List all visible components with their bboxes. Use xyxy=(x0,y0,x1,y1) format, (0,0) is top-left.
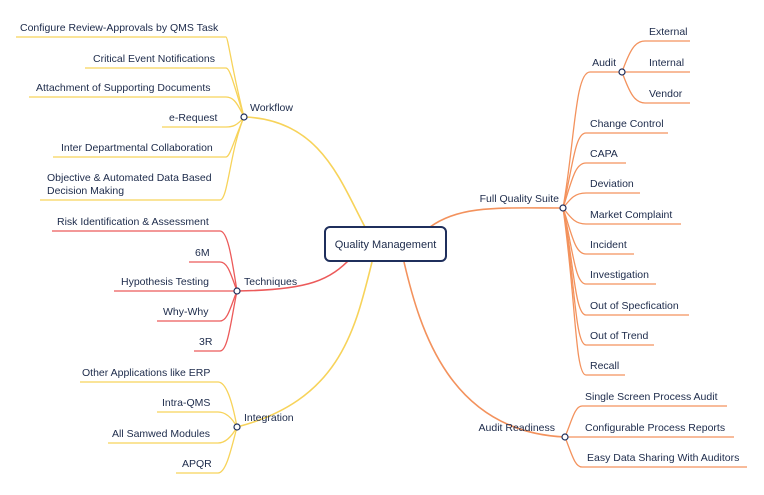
full-suite-label: Full Quality Suite xyxy=(480,193,560,205)
techniques-branches xyxy=(52,230,238,352)
workflow-item-line2: Decision Making xyxy=(47,185,124,197)
integration-node[interactable] xyxy=(233,423,241,431)
suite-item: CAPA xyxy=(590,148,618,160)
full-suite-branches xyxy=(562,71,689,376)
audit-item: External xyxy=(649,26,688,38)
branch-audit-readiness xyxy=(403,261,566,438)
workflow-item-line1: Objective & Automated Data Based xyxy=(47,172,212,184)
workflow-item: Configure Review-Approvals by QMS Task xyxy=(20,22,219,34)
audit-item: Vendor xyxy=(649,88,683,100)
audit-branches xyxy=(621,40,690,104)
workflow-item: Inter Departmental Collaboration xyxy=(61,142,213,154)
integration-item: Other Applications like ERP xyxy=(82,367,210,379)
workflow-item: Critical Event Notifications xyxy=(93,53,215,65)
suite-item: Out of Specfication xyxy=(590,300,679,312)
central-label: Quality Management xyxy=(335,239,437,251)
workflow-item: e-Request xyxy=(169,112,218,124)
suite-item: Investigation xyxy=(590,269,649,281)
suite-item: Out of Trend xyxy=(590,330,649,342)
techniques-item: 6M xyxy=(195,247,210,259)
suite-item: Incident xyxy=(590,239,627,251)
suite-item: Deviation xyxy=(590,178,634,190)
techniques-item: Why-Why xyxy=(163,306,209,318)
audit-item: Internal xyxy=(649,57,684,69)
audit-readiness-item: Single Screen Process Audit xyxy=(585,391,718,403)
branch-techniques xyxy=(236,256,353,292)
full-suite-node[interactable] xyxy=(559,204,567,212)
integration-label: Integration xyxy=(244,412,294,424)
techniques-label: Techniques xyxy=(244,276,297,288)
audit-readiness-item: Configurable Process Reports xyxy=(585,422,725,434)
workflow-item: Attachment of Supporting Documents xyxy=(36,82,211,94)
techniques-node[interactable] xyxy=(233,287,241,295)
techniques-item: Risk Identification & Assessment xyxy=(57,216,209,228)
integration-item: Intra-QMS xyxy=(162,397,210,409)
central-node[interactable]: Quality Management xyxy=(324,226,447,262)
techniques-item: 3R xyxy=(199,336,213,348)
audit-readiness-branches xyxy=(564,405,747,468)
suite-item: Change Control xyxy=(590,118,664,130)
integration-item: APQR xyxy=(182,458,212,470)
branch-integration xyxy=(236,261,373,428)
suite-item: Market Complaint xyxy=(590,209,672,221)
audit-label: Audit xyxy=(592,57,616,69)
audit-readiness-item: Easy Data Sharing With Auditors xyxy=(587,452,739,464)
workflow-node[interactable] xyxy=(240,113,248,121)
integration-item: All Samwed Modules xyxy=(112,428,210,440)
workflow-label: Workflow xyxy=(250,102,293,114)
suite-item: Recall xyxy=(590,360,619,372)
techniques-item: Hypothesis Testing xyxy=(121,276,209,288)
audit-readiness-label: Audit Readiness xyxy=(479,422,555,434)
branch-workflow xyxy=(244,116,366,228)
integration-branches xyxy=(80,381,238,474)
branch-full-quality-suite xyxy=(429,207,564,228)
audit-node[interactable] xyxy=(618,68,626,76)
audit-readiness-node[interactable] xyxy=(561,433,569,441)
